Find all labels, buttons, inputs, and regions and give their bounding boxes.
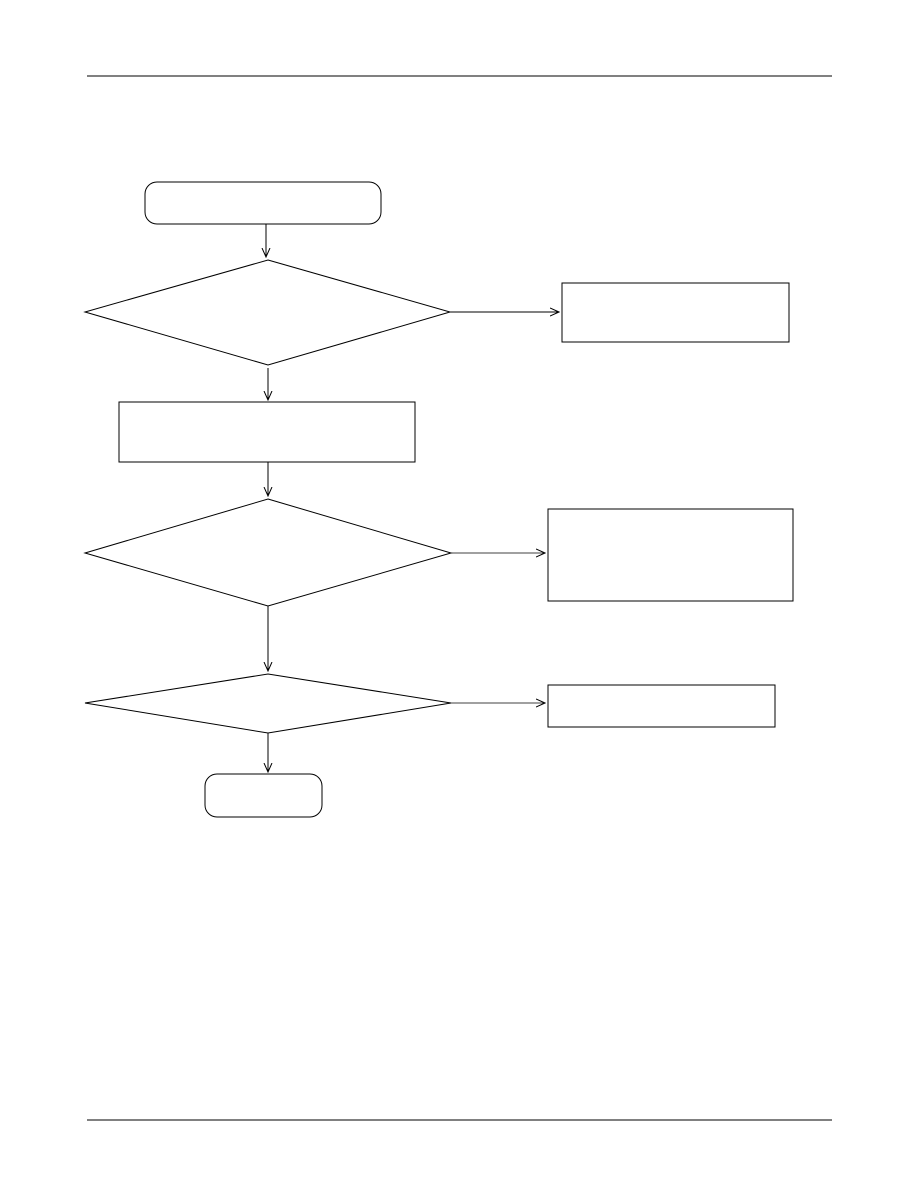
- decision-2-diamond: [83, 498, 453, 607]
- decision-1-diamond: [83, 259, 452, 366]
- decision-3-branch-box: [547, 684, 776, 728]
- decision-3-diamond: [84, 673, 452, 734]
- start-terminator: [144, 181, 382, 225]
- decision-2-branch-box: [547, 508, 794, 602]
- end-terminator: [204, 773, 323, 818]
- process-box: [118, 401, 416, 463]
- decision-1-branch-box: [561, 282, 790, 343]
